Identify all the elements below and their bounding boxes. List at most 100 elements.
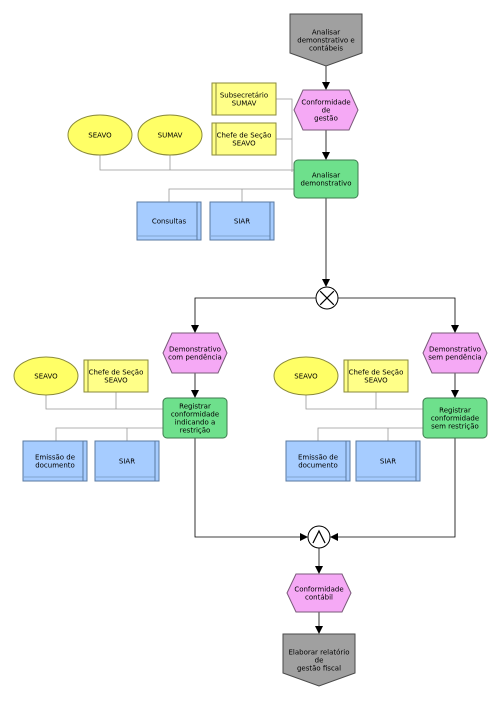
demo-sem-pendencia-label-1: Demonstrativo bbox=[429, 346, 481, 354]
function-shape bbox=[293, 159, 359, 199]
emissao-right-label-1: Emissão de bbox=[298, 454, 338, 462]
organizational-unit-shape bbox=[67, 114, 133, 156]
seavo-right-node[interactable]: SEAVO bbox=[273, 356, 339, 396]
registrar-com-label-3: indicando a bbox=[175, 419, 216, 427]
siar-right-label-1: SIAR bbox=[380, 458, 396, 466]
association-line bbox=[45, 395, 163, 410]
conformidade-gestao-label-1: Conformidade bbox=[301, 99, 350, 107]
registrar-sem-label-2: conformidade bbox=[431, 415, 479, 423]
position-shape bbox=[83, 359, 149, 393]
application-system-shape bbox=[136, 201, 202, 241]
conformidade-gestao-label-2: de bbox=[322, 107, 331, 115]
association-line bbox=[276, 98, 293, 172]
demo-com-pendencia-label-2: com pendência bbox=[168, 354, 222, 362]
chefe-secao-left-label-2: SEAVO bbox=[104, 377, 128, 385]
chefe-secao-top-label-1: Chefe de Seção bbox=[217, 132, 272, 140]
registrar-sem-label-1: Registrar bbox=[439, 407, 471, 415]
and-gate-shape bbox=[307, 525, 331, 549]
seavo-left-node[interactable]: SEAVO bbox=[13, 356, 79, 396]
emissao-right-label-2: documento bbox=[298, 462, 338, 470]
seavo-right-label-1: SEAVO bbox=[294, 373, 318, 381]
siar-right-node[interactable]: SIAR bbox=[355, 440, 421, 482]
analisar-function-label-2: demonstrativo bbox=[301, 180, 352, 188]
elaborar-event-label-2: de bbox=[315, 657, 324, 665]
conformidade-contabil-label-1: Conformidade bbox=[294, 586, 343, 594]
application-system-shape bbox=[355, 440, 421, 482]
xor-gate-node[interactable] bbox=[315, 286, 339, 310]
elaborar-event-label-3: gestão fiscal bbox=[297, 665, 341, 673]
seavo-top-node[interactable]: SEAVO bbox=[67, 114, 133, 156]
association-line bbox=[168, 188, 294, 202]
analisar-function-label-1: Analisar bbox=[312, 172, 340, 180]
association-line bbox=[55, 427, 163, 441]
organizational-unit-shape bbox=[273, 356, 339, 396]
subsecretario-label-2: SUMAV bbox=[232, 100, 257, 108]
event-shape bbox=[293, 89, 359, 131]
sumav-top-label-1: SUMAV bbox=[158, 132, 183, 140]
position-shape bbox=[211, 82, 277, 116]
flow-arrow bbox=[191, 297, 316, 333]
and-symbol-icon bbox=[312, 529, 326, 544]
siar-left-node[interactable]: SIAR bbox=[94, 440, 160, 482]
consultas-label-1: Consultas bbox=[152, 218, 187, 226]
application-system-shape bbox=[285, 440, 351, 482]
xor-symbol-icon bbox=[319, 290, 335, 306]
connectors bbox=[45, 66, 459, 634]
consultas-node[interactable]: Consultas bbox=[136, 201, 202, 241]
siar-top-label-1: SIAR bbox=[234, 218, 250, 226]
organizational-unit-shape bbox=[137, 114, 203, 156]
chefe-secao-right-label-1: Chefe de Seção bbox=[349, 369, 404, 377]
demo-com-pendencia-label-1: Demonstrativo bbox=[169, 346, 221, 354]
organizational-unit-shape bbox=[13, 356, 79, 396]
analisar-event-label-1: Analisar bbox=[312, 29, 340, 37]
emissao-left-label-2: documento bbox=[35, 462, 75, 470]
registrar-com-label-2: conformidade bbox=[171, 411, 219, 419]
flow-arrow bbox=[330, 438, 456, 541]
function-shape bbox=[422, 397, 488, 439]
sumav-top-node[interactable]: SUMAV bbox=[137, 114, 203, 156]
registrar-com-label-4: restrição bbox=[180, 427, 211, 435]
seavo-top-label-1: SEAVO bbox=[88, 132, 112, 140]
seavo-left-label-1: SEAVO bbox=[34, 373, 58, 381]
position-shape bbox=[211, 122, 277, 156]
conformidade-contabil-label-2: contábil bbox=[305, 594, 333, 602]
association-line bbox=[305, 395, 423, 410]
and-gate-node[interactable] bbox=[307, 525, 331, 549]
process-interface-shape bbox=[289, 13, 363, 67]
process-interface-shape bbox=[282, 633, 356, 687]
siar-left-label-1: SIAR bbox=[119, 458, 135, 466]
elaborar-event-label-1: Elaborar relatório bbox=[288, 649, 349, 657]
chefe-secao-right-label-2: SEAVO bbox=[364, 377, 388, 385]
flow-arrow bbox=[338, 297, 459, 333]
siar-top-node[interactable]: SIAR bbox=[209, 201, 275, 241]
event-shape bbox=[422, 332, 488, 374]
application-system-shape bbox=[22, 440, 88, 482]
application-system-shape bbox=[209, 201, 275, 241]
association-line bbox=[99, 155, 294, 171]
chefe-secao-left-label-1: Chefe de Seção bbox=[89, 369, 144, 377]
registrar-com-label-1: Registrar bbox=[179, 403, 211, 411]
analisar-event-label-2: demonstrativo e bbox=[297, 37, 355, 45]
function-shape bbox=[162, 397, 228, 439]
registrar-sem-label-3: sem restrição bbox=[431, 423, 479, 431]
application-system-shape bbox=[94, 440, 160, 482]
association-line bbox=[317, 427, 423, 441]
event-shape bbox=[286, 573, 352, 613]
